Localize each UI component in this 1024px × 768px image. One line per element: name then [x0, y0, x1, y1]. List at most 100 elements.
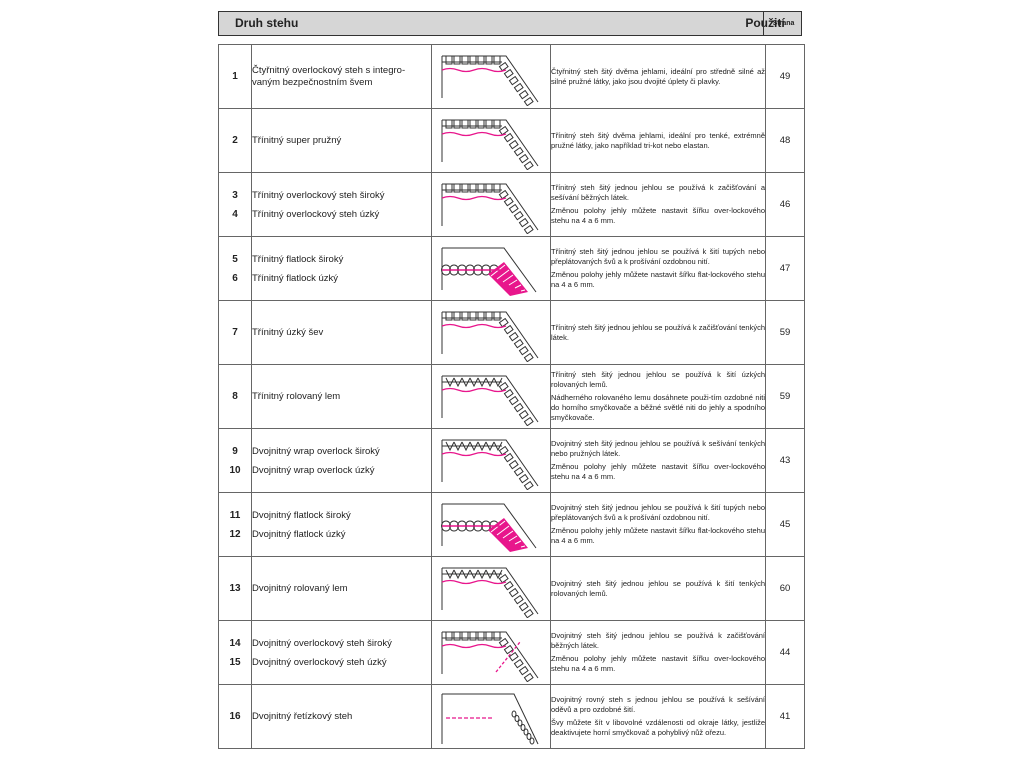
- header-stitch-type: Druh stehu: [235, 16, 299, 30]
- stitch-usage-cell: Třínitný steh šitý jednou jehlou se použ…: [550, 300, 766, 365]
- overlock-stitch-icon: [432, 176, 550, 234]
- stitch-number: 1: [232, 71, 238, 82]
- page-number: 47: [765, 236, 805, 301]
- page-number: 48: [765, 108, 805, 173]
- stitch-table: 1 Čtyřnitný overlockový steh s integro-va…: [218, 44, 805, 749]
- flatlock-stitch-icon: [432, 240, 550, 298]
- stitch-name: Dvojnitný flatlock široký: [252, 509, 351, 521]
- stitch-name-cell: Dvojnitný řetízkový steh: [251, 684, 432, 749]
- page-number: 45: [765, 492, 805, 557]
- stitch-number: 9: [232, 445, 238, 457]
- stitch-name: Dvojnitný flatlock úzký: [252, 528, 346, 540]
- stitch-number-cell: 13: [218, 556, 252, 621]
- stitch-number: 12: [229, 528, 241, 540]
- flatlock-stitch-icon: [432, 496, 550, 554]
- stitch-illustration-cell: [431, 108, 551, 173]
- table-header: Druh stehu Použití Strana: [218, 11, 802, 36]
- stitch-usage-text: Třínitný steh šitý jednou jehlou se použ…: [551, 247, 765, 266]
- stitch-number: 7: [232, 327, 238, 338]
- stitch-usage-cell: Třínitný steh šitý dvěma jehlami, ideáln…: [550, 108, 766, 173]
- stitch-number-cell: 16: [218, 684, 252, 749]
- stitch-usage-text: Třínitný steh šitý jednou jehlou se použ…: [551, 183, 765, 202]
- stitch-number: 2: [232, 135, 238, 146]
- stitch-number: 5: [232, 253, 238, 265]
- stitch-name: Třínitný overlockový steh úzký: [252, 208, 380, 220]
- stitch-name-cell: Třínitný rolovaný lem: [251, 364, 432, 429]
- stitch-usage-text: Třínitný steh šitý jednou jehlou se použ…: [551, 322, 765, 342]
- overlock-stitch-icon: [432, 112, 550, 170]
- stitch-illustration-cell: [431, 44, 551, 109]
- stitch-usage-cell: Dvojnitný steh šitý jednou jehlou se pou…: [550, 492, 766, 557]
- page-number: 59: [765, 364, 805, 429]
- rolled-hem-icon: [432, 368, 550, 426]
- stitch-name-cell: Třínitný super pružný: [251, 108, 432, 173]
- page-number: 59: [765, 300, 805, 365]
- page-number: 46: [765, 172, 805, 237]
- stitch-usage-text: Změnou polohy jehly můžete nastavit šířk…: [551, 654, 765, 673]
- stitch-illustration-cell: [431, 364, 551, 429]
- stitch-number: 8: [232, 391, 238, 402]
- stitch-name: Dvojnitný řetízkový steh: [252, 711, 353, 722]
- stitch-name: Třínitný overlockový steh široký: [252, 189, 385, 201]
- stitch-usage-text: Dvojnitný steh šitý jednou jehlou se pou…: [551, 439, 765, 458]
- wrap-overlock-icon: [432, 432, 550, 490]
- table-row: 2 Třínitný super pružný Třínitný steh šitý…: [218, 108, 805, 173]
- stitch-name: Dvojnitný overlockový steh široký: [252, 637, 392, 649]
- page-number: 43: [765, 428, 805, 493]
- stitch-usage-cell: Třínitný steh šitý jednou jehlou se použ…: [550, 172, 766, 237]
- stitch-illustration-cell: [431, 684, 551, 749]
- stitch-number: 13: [229, 583, 241, 594]
- stitch-number: 10: [229, 464, 241, 476]
- page-number: 41: [765, 684, 805, 749]
- stitch-usage-cell: Dvojnitný steh šitý jednou jehlou se pou…: [550, 620, 766, 685]
- stitch-illustration-cell: [431, 300, 551, 365]
- stitch-name: Čtyřnitný overlockový steh s integro-van…: [252, 64, 406, 88]
- overlock-stitch-icon: [432, 48, 550, 106]
- table-row: 7 Třínitný úzký šev Třínitný steh šitý jed…: [218, 300, 805, 365]
- stitch-number: 16: [229, 711, 241, 722]
- header-page: Strana: [763, 12, 803, 35]
- stitch-usage-text: Změnou polohy jehly můžete nastavit šířk…: [551, 526, 765, 545]
- stitch-name: Dvojnitný wrap overlock úzký: [252, 464, 375, 476]
- stitch-number: 11: [229, 509, 241, 521]
- stitch-number: 6: [232, 272, 238, 284]
- stitch-usage-text: Dvojnitný rovný steh s jednou jehlou se …: [551, 695, 765, 714]
- stitch-name: Třínitný flatlock široký: [252, 253, 344, 265]
- header-usage: Použití: [745, 16, 785, 30]
- table-row: 16 Dvojnitný řetízkový steh Dvojnitný rovn…: [218, 684, 805, 749]
- stitch-name: Třínitný úzký šev: [252, 327, 324, 338]
- stitch-number-cell: 1: [218, 44, 252, 109]
- stitch-usage-text: Třínitný steh šitý dvěma jehlami, ideáln…: [551, 130, 765, 150]
- overlock-stitch-icon: [432, 304, 550, 362]
- stitch-usage-text: Čtyřnitný steh šitý dvěma jehlami, ideál…: [551, 66, 765, 86]
- stitch-illustration-cell: [431, 556, 551, 621]
- stitch-name: Třínitný super pružný: [252, 135, 342, 146]
- two-thread-overlock-icon: [432, 624, 550, 682]
- stitch-illustration-cell: [431, 492, 551, 557]
- stitch-usage-text: Nádherného rolovaného lemu dosáhnete pou…: [551, 393, 765, 422]
- stitch-name: Třínitný rolovaný lem: [252, 391, 341, 402]
- stitch-usage-text: Dvojnitný steh šitý jednou jehlou se pou…: [551, 631, 765, 650]
- stitch-illustration-cell: [431, 236, 551, 301]
- stitch-usage-text: Změnou polohy jehly můžete nastavit šířk…: [551, 462, 765, 481]
- rolled-hem-icon: [432, 560, 550, 618]
- stitch-usage-cell: Třínitný steh šitý jednou jehlou se použ…: [550, 364, 766, 429]
- stitch-number: 4: [232, 208, 238, 220]
- stitch-illustration-cell: [431, 620, 551, 685]
- stitch-usage-text: Třínitný steh šitý jednou jehlou se použ…: [551, 370, 765, 389]
- page-number: 60: [765, 556, 805, 621]
- stitch-usage-text: Dvojnitný steh šitý jednou jehlou se pou…: [551, 503, 765, 522]
- stitch-name: Dvojnitný overlockový steh úzký: [252, 656, 387, 668]
- stitch-usage-cell: Dvojnitný steh šitý jednou jehlou se pou…: [550, 428, 766, 493]
- table-row: 8 Třínitný rolovaný lem Třínitný steh šitý…: [218, 364, 805, 429]
